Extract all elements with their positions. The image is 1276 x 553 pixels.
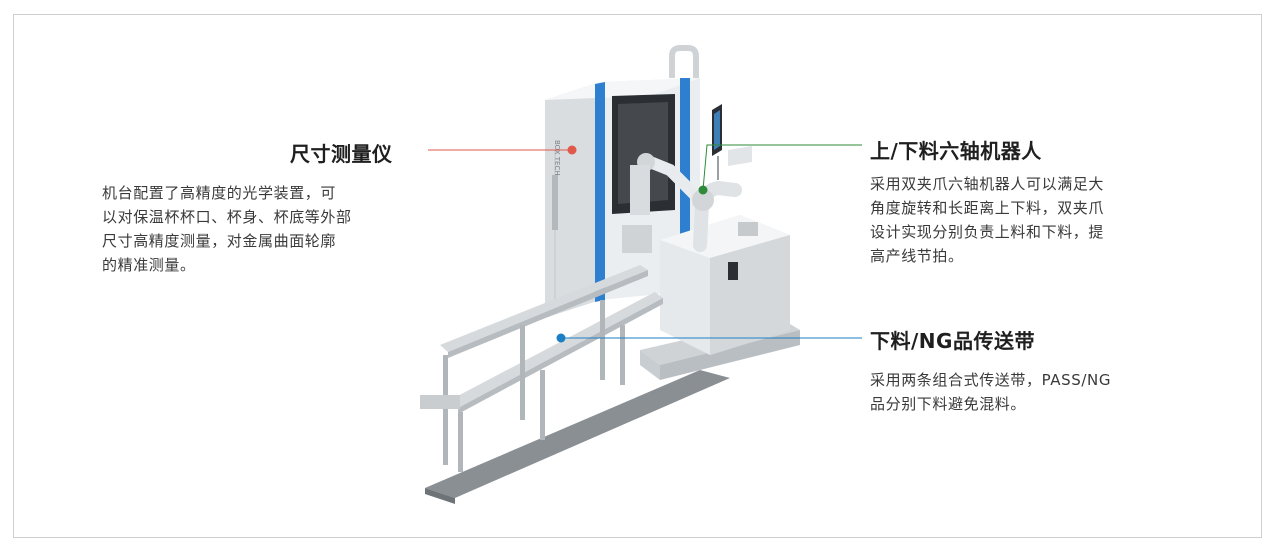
floor-plate bbox=[425, 370, 730, 498]
desc-line: 角度旋转和长距离上下料，双夹爪 bbox=[870, 199, 1105, 217]
conveyor-belts bbox=[420, 265, 663, 472]
callout-dot-robot bbox=[698, 185, 708, 195]
callout-dot-measuring bbox=[567, 145, 577, 155]
callout-line-robot bbox=[702, 144, 862, 191]
callout-title-conveyor: 下料/NG品传送带 bbox=[870, 329, 1035, 353]
measuring-cabinet bbox=[545, 82, 600, 318]
desc-line: 的精准测量。 bbox=[102, 256, 196, 274]
callout-desc-conveyor: 采用两条组合式传送带，PASS/NG 品分别下料避免混料。 bbox=[870, 368, 1200, 416]
desc-line: 尺寸高精度测量，对金属曲面轮廓 bbox=[102, 232, 337, 250]
desc-line: 采用双夹爪六轴机器人可以满足大 bbox=[870, 175, 1105, 193]
desc-line: 品分别下料避免混料。 bbox=[870, 395, 1027, 413]
desc-line: 设计实现分别负责上料和下料，提 bbox=[870, 223, 1105, 241]
callout-title-measuring: 尺寸测量仪 bbox=[290, 142, 393, 166]
callout-dot-conveyor bbox=[556, 333, 566, 343]
callout-desc-measuring: 机台配置了高精度的光学装置，可 以对保温杯杯口、杯身、杯底等外部 尺寸高精度测量… bbox=[102, 181, 412, 277]
callout-desc-robot: 采用双夹爪六轴机器人可以满足大 角度旋转和长距离上下料，双夹爪 设计实现分别负责… bbox=[870, 172, 1200, 268]
desc-line: 高产线节拍。 bbox=[870, 247, 964, 265]
desc-line: 机台配置了高精度的光学装置，可 bbox=[102, 184, 337, 202]
desc-line: 以对保温杯杯口、杯身、杯底等外部 bbox=[102, 208, 352, 226]
brand-label: BOX TECH bbox=[553, 140, 561, 176]
callout-title-robot: 上/下料六轴机器人 bbox=[870, 139, 1042, 163]
desc-line: 采用两条组合式传送带，PASS/NG bbox=[870, 371, 1112, 389]
